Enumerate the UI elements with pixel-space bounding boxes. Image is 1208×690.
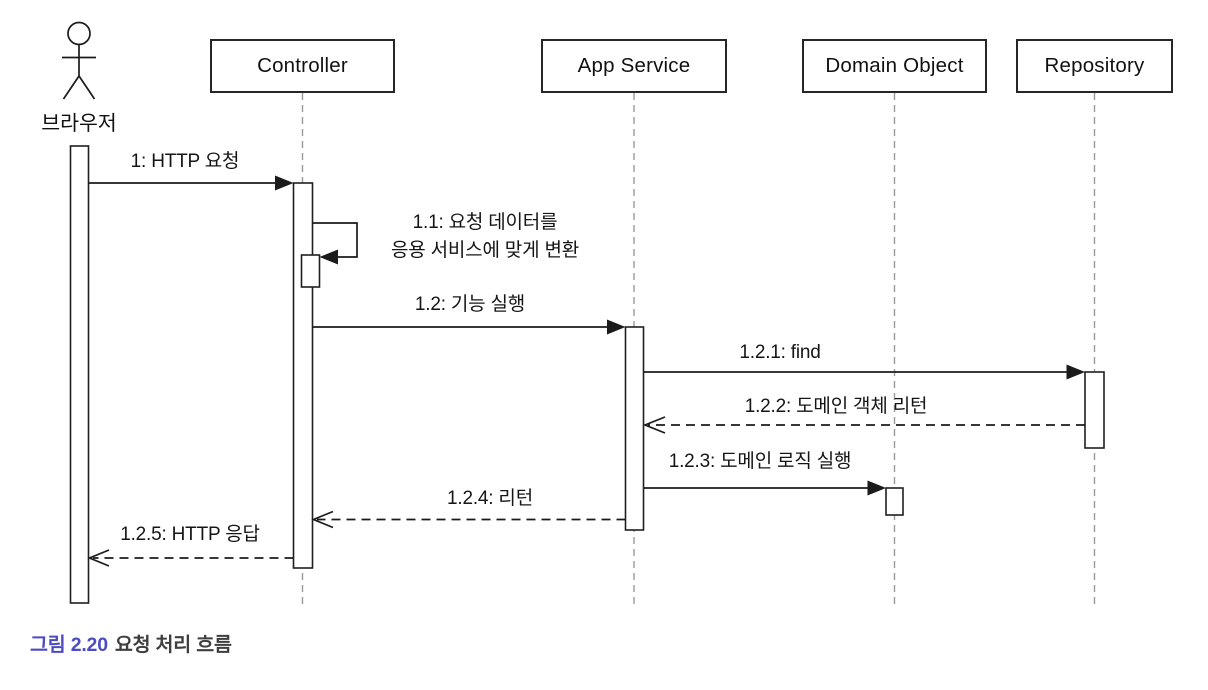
figure-title: 요청 처리 흐름 — [114, 634, 232, 656]
message-arrow-self-transform — [312, 222, 358, 265]
participant-controller: Controller — [210, 39, 395, 93]
message-arrow-return-domain-object — [642, 416, 1085, 434]
message-label-run-domain-logic: 1.2.3: 도메인 로직 실행 — [668, 451, 852, 472]
message-arrow-execute-function — [312, 319, 626, 335]
participant-controller-label: Controller — [257, 54, 348, 77]
message-label-return-domain-object: 1.2.2: 도메인 객체 리턴 — [744, 396, 928, 417]
message-label-find: 1.2.1: find — [739, 342, 821, 363]
activation-domain-object — [885, 487, 904, 516]
message-arrow-run-domain-logic — [643, 480, 886, 496]
message-arrow-return — [311, 510, 626, 529]
activation-repository — [1084, 371, 1105, 449]
message-label-http-response: 1.2.5: HTTP 응답 — [120, 524, 260, 545]
message-arrow-http-response — [87, 549, 294, 567]
activation-controller — [292, 182, 314, 569]
activation-app-service — [624, 326, 645, 531]
message-label-self-transform: 1.1: 요청 데이터를 응용 서비스에 맞게 변환 — [390, 212, 580, 261]
message-label-return: 1.2.4: 리턴 — [447, 488, 533, 509]
activation-controller-nested — [300, 254, 321, 288]
participant-repository: Repository — [1016, 39, 1173, 93]
participant-domain-object-label: Domain Object — [825, 54, 964, 77]
message-arrow-http-request — [88, 175, 294, 191]
participant-app-service: App Service — [541, 39, 727, 93]
message-label-execute-function: 1.2: 기능 실행 — [414, 294, 526, 315]
participant-app-service-label: App Service — [577, 54, 691, 77]
message-label-http-request: 1: HTTP 요청 — [130, 151, 240, 172]
figure-number: 그림 2.20 — [30, 634, 108, 656]
actor-label: 브라우저 — [41, 112, 117, 135]
activation-browser — [69, 145, 90, 604]
message-arrow-find — [643, 364, 1085, 380]
participant-repository-label: Repository — [1044, 54, 1145, 77]
actor-icon — [62, 21, 96, 100]
participant-domain-object: Domain Object — [802, 39, 987, 93]
figure-caption: 그림 2.20 요청 처리 흐름 — [30, 628, 232, 657]
